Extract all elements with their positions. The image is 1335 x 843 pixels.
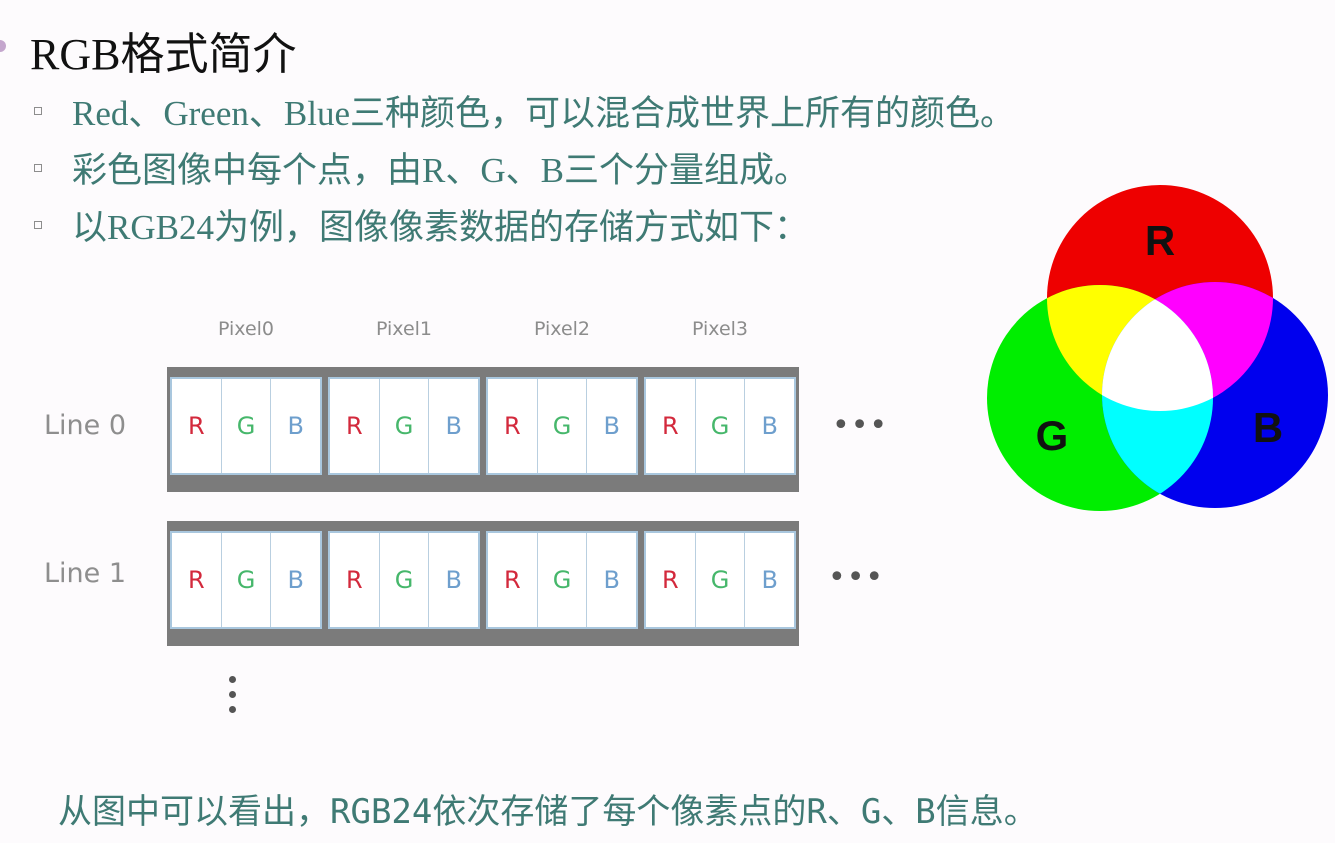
bullet-item: Red、Green、Blue三种颜色，可以混合成世界上所有的颜色。 [34, 82, 1015, 139]
red-cell: R [646, 533, 696, 627]
pixel-label: Pixel1 [375, 318, 433, 340]
row-ellipsis: ••• [832, 408, 889, 443]
rgb-venn-diagram: R G B [987, 185, 1328, 511]
row-ellipsis: ••• [828, 560, 885, 595]
square-bullet-icon [34, 220, 42, 229]
pixel-box: R G B [170, 377, 322, 475]
venn-label-g: G [1036, 412, 1069, 459]
venn-label-b: B [1253, 404, 1283, 451]
pixel-label: Pixel0 [217, 318, 275, 340]
blue-cell: B [445, 566, 462, 594]
green-cell: G [696, 533, 746, 627]
line-label: Line 0 [44, 410, 127, 441]
pixel-box: R G B [486, 377, 638, 475]
red-cell: R [488, 379, 538, 473]
green-cell: G [222, 533, 272, 627]
bullet-text: 以RGB24为例，图像像素数据的存储方式如下： [72, 208, 809, 247]
pixel-box: R G B [170, 531, 322, 629]
venn-label-r: R [1145, 217, 1175, 264]
slide-title: RGB格式简介 [30, 30, 297, 79]
pixel-box: R G B [644, 531, 796, 629]
green-cell: G [222, 379, 272, 473]
blue-cell: B [603, 566, 620, 594]
pixel-box: R G B [644, 377, 796, 475]
bullet-list: Red、Green、Blue三种颜色，可以混合成世界上所有的颜色。 彩色图像中每… [34, 82, 1015, 253]
footer-note: 从图中可以看出，RGB24依次存储了每个像素点的R、G、B信息。 [58, 792, 1038, 832]
square-bullet-icon [34, 163, 42, 172]
red-cell: R [646, 379, 696, 473]
pixel-box: R G B [328, 377, 480, 475]
blue-cell: B [761, 412, 778, 440]
green-cell: G [696, 379, 746, 473]
line-row: R G B R G B R G B R G B [167, 521, 799, 646]
green-cell: G [380, 379, 430, 473]
red-cell: R [488, 533, 538, 627]
green-cell: G [538, 379, 588, 473]
pixel-box: R G B [328, 531, 480, 629]
pixel-label: Pixel3 [691, 318, 749, 340]
blue-cell: B [445, 412, 462, 440]
bullet-text: Red、Green、Blue三种颜色，可以混合成世界上所有的颜色。 [72, 94, 1015, 133]
bullet-item: 以RGB24为例，图像像素数据的存储方式如下： [34, 196, 1015, 253]
bullet-text: 彩色图像中每个点，由R、G、B三个分量组成。 [72, 151, 809, 190]
blue-cell: B [287, 566, 304, 594]
red-cell: R [330, 533, 380, 627]
green-cell: G [380, 533, 430, 627]
white-overlap [1102, 285, 1213, 411]
blue-cell: B [761, 566, 778, 594]
green-cell: G [538, 533, 588, 627]
bullet-item: 彩色图像中每个点，由R、G、B三个分量组成。 [34, 139, 1015, 196]
blue-cell: B [287, 412, 304, 440]
blue-cell: B [603, 412, 620, 440]
line-row: R G B R G B R G B R G B [167, 367, 799, 492]
title-bullet [0, 40, 6, 52]
vertical-ellipsis-icon [228, 676, 238, 716]
line-label: Line 1 [44, 558, 127, 589]
red-cell: R [172, 533, 222, 627]
red-cell: R [330, 379, 380, 473]
pixel-label: Pixel2 [533, 318, 591, 340]
square-bullet-icon [34, 106, 42, 115]
pixel-box: R G B [486, 531, 638, 629]
red-cell: R [172, 379, 222, 473]
